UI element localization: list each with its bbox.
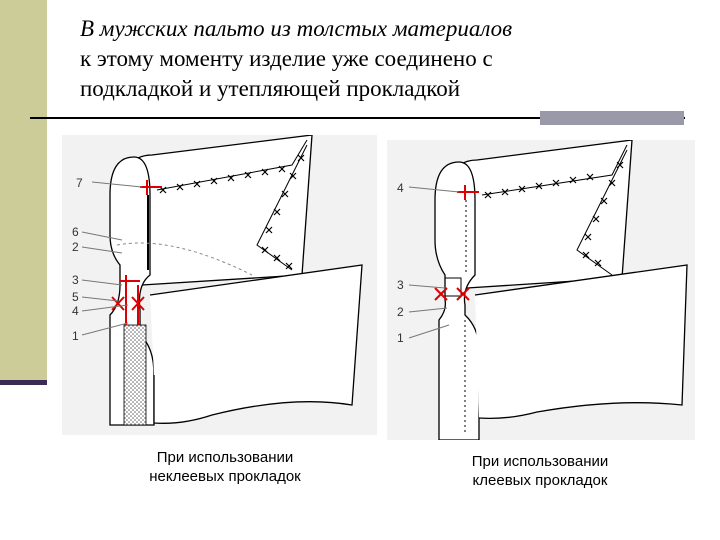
callout-3: 3 — [397, 278, 404, 292]
callout-7: 7 — [76, 176, 83, 190]
caption-non-glued: При использовании неклеевых прокладок — [100, 448, 350, 486]
divider-accent-box — [540, 111, 684, 125]
caption-left-line-1: При использовании — [156, 449, 294, 466]
caption-right-line-2: клеевых прокладок — [472, 472, 608, 489]
garment-section-diagram-right: 4 3 2 1 — [397, 140, 688, 440]
title-line-3: подкладкой и утепляющей прокладкой — [80, 76, 461, 101]
caption-right-line-1: При использовании — [471, 453, 609, 470]
side-accent-foot — [0, 380, 47, 385]
side-accent-bar — [0, 0, 47, 385]
callout-5: 5 — [72, 290, 79, 304]
garment-section-diagram-left: 7 6 2 3 5 4 1 — [72, 135, 363, 426]
figure-non-glued-interlining: 7 6 2 3 5 4 1 — [62, 135, 377, 435]
callout-4: 4 — [72, 304, 79, 318]
slide-title: В мужских пальто из толстых материалов к… — [80, 14, 700, 104]
title-line-1: В мужских пальто из толстых материалов — [80, 16, 513, 41]
title-line-2: к этому моменту изделие уже соединено с — [80, 46, 493, 71]
callout-4: 4 — [397, 181, 404, 195]
callout-3: 3 — [72, 273, 79, 287]
callout-1: 1 — [72, 329, 79, 343]
callout-2: 2 — [397, 305, 404, 319]
figure-glued-interlining: 4 3 2 1 — [387, 140, 695, 440]
title-divider — [30, 117, 685, 119]
caption-glued: При использовании клеевых прокладок — [415, 452, 665, 490]
callout-2: 2 — [72, 240, 79, 254]
callout-6: 6 — [72, 225, 79, 239]
callout-1: 1 — [397, 331, 404, 345]
caption-left-line-2: неклеевых прокладок — [149, 468, 301, 485]
